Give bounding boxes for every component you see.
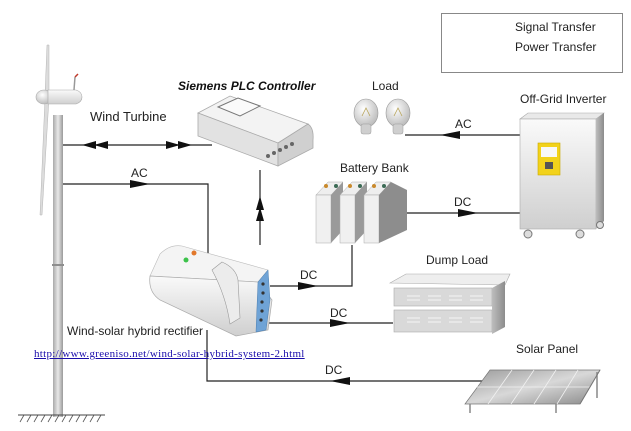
rectifier-led-orange (191, 250, 197, 256)
rectifier-led-green (183, 257, 189, 263)
dc-dump-label: DC (330, 306, 348, 320)
turbine-blade-up (44, 44, 50, 96)
wind-turbine (18, 44, 105, 423)
inverter-display (541, 147, 557, 157)
dump-load-vents (407, 295, 483, 323)
legend-signal-label: Signal Transfer (515, 20, 596, 34)
power-arrow-ac-turbine (130, 180, 150, 188)
dump-load-front-top (393, 287, 493, 307)
rectifier-label: Wind-solar hybrid rectifier (67, 324, 204, 338)
dc-solar-label: DC (325, 363, 343, 377)
signal-arrow-up-2 (256, 207, 264, 221)
hybrid-rectifier (149, 245, 273, 337)
off-grid-inverter (519, 112, 605, 239)
line-turbine-rectifier (63, 183, 209, 255)
line-rectifier-battery (270, 245, 353, 287)
ac-turbine-label: AC (131, 166, 148, 180)
dc-inverter-label: DC (454, 195, 472, 209)
inverter-label: Off-Grid Inverter (520, 92, 607, 106)
power-arrow-ac-load (440, 131, 460, 139)
pole-joint (52, 264, 64, 266)
inverter-wheel-1 (523, 229, 533, 239)
load-label: Load (372, 79, 399, 93)
inverter-wheel-2 (575, 229, 585, 239)
power-arrow-dc-dump (330, 319, 350, 327)
rectifier-ports (259, 282, 265, 322)
dump-load-side (492, 281, 505, 334)
ground-hatching (19, 414, 102, 423)
source-url-link[interactable]: http://www.greeniso.net/wind-solar-hybri… (34, 348, 305, 360)
dc-battery-label: DC (300, 268, 318, 282)
dump-load (388, 273, 511, 334)
bulb-2 (385, 98, 411, 135)
rectifier-top (149, 245, 269, 283)
plc-controller (197, 95, 314, 167)
bulb-1 (353, 98, 379, 135)
line-solar-rectifier (206, 330, 485, 382)
signal-arrow-right-1 (166, 141, 180, 149)
legend (441, 13, 623, 73)
anemometer-vane (74, 73, 79, 78)
solar-panel-label: Solar Panel (516, 342, 579, 356)
plc-ports (266, 142, 294, 158)
wind-turbine-label: Wind Turbine (90, 109, 167, 124)
signal-arrow-right-2 (178, 141, 192, 149)
plc-label: Siemens PLC Controller (178, 79, 316, 93)
inverter-button (545, 162, 553, 169)
battery-cell-1 (315, 181, 344, 244)
battery-bank (315, 181, 407, 244)
turbine-nacelle (47, 89, 83, 105)
solar-panel (464, 369, 601, 413)
power-arrow-dc-solar (330, 377, 350, 385)
plc-screen (216, 97, 262, 117)
legend-power-label: Power Transfer (515, 40, 597, 54)
dump-load-front-bottom (393, 309, 493, 333)
solar-brace (579, 369, 601, 405)
arrows (82, 131, 478, 385)
signal-arrow-left-1 (82, 141, 96, 149)
inverter-wheel-3 (596, 221, 604, 229)
solar-panel-grid (477, 369, 590, 405)
power-arrow-dc-inverter (458, 209, 478, 217)
inverter-top (519, 112, 605, 120)
dump-load-label: Dump Load (426, 253, 489, 267)
signal-arrow-left-2 (94, 141, 108, 149)
plc-front-right (277, 123, 314, 167)
rectifier-body (149, 275, 273, 337)
turbine-blade-down (39, 97, 50, 216)
anemometer-mast (73, 76, 76, 91)
battery-cell-3 (363, 181, 407, 244)
signal-arrow-up-1 (256, 196, 264, 210)
battery-cell-2 (339, 181, 368, 244)
inverter-side (596, 113, 604, 229)
power-arrow-dc-battery (298, 282, 318, 290)
battery-bank-label: Battery Bank (340, 161, 409, 175)
dump-load-top (388, 273, 511, 286)
ac-load-label: AC (455, 117, 472, 131)
rectifier-cover (211, 261, 241, 325)
load-bulbs (353, 98, 411, 135)
